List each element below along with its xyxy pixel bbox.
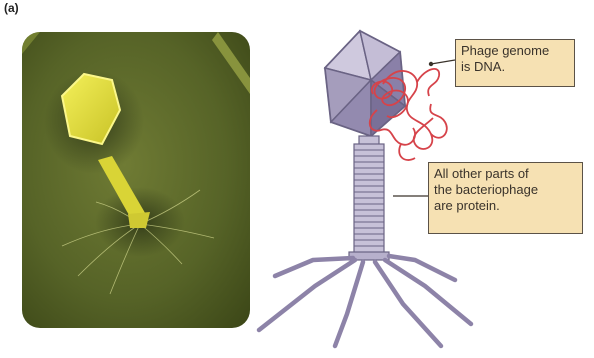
tail-sheath: [349, 136, 389, 260]
panel-label: (a): [4, 1, 19, 15]
callout-genome-line-1: Phage genome: [461, 43, 569, 59]
callout-protein-line-2: the bacteriophage: [434, 182, 577, 198]
phage-micrograph: [22, 32, 250, 328]
callout-protein: All other parts of the bacteriophage are…: [428, 162, 583, 234]
tail-fibers: [259, 256, 471, 346]
callout-protein-line-3: are protein.: [434, 198, 577, 214]
callout-genome: Phage genome is DNA.: [455, 39, 575, 87]
callout-genome-line-2: is DNA.: [461, 59, 569, 75]
callout-protein-line-1: All other parts of: [434, 166, 577, 182]
capsid-head: [325, 31, 405, 136]
